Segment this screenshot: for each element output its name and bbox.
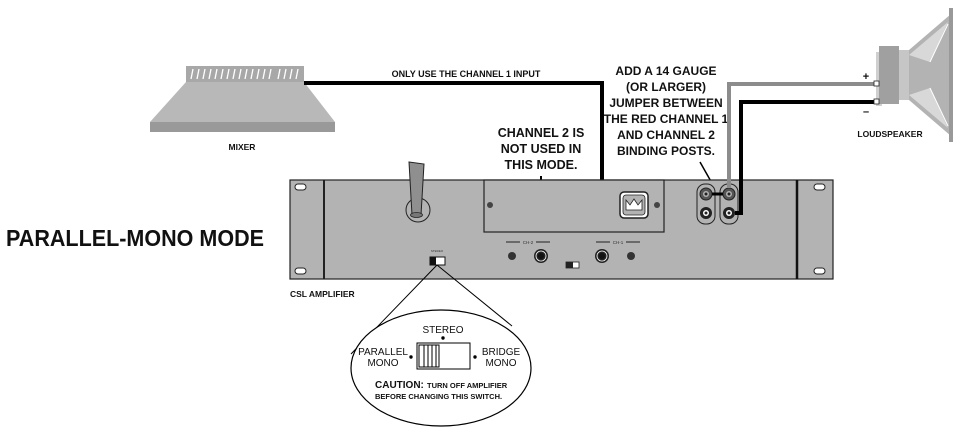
mode-switch-small-stereo: STEREO bbox=[431, 249, 444, 253]
crown-logo bbox=[619, 191, 649, 219]
switch-detail: STEREO PARALLEL MONO BRIDGE MONO CAUTION… bbox=[350, 264, 532, 427]
rack-slot bbox=[813, 267, 826, 275]
power-cord bbox=[405, 161, 431, 223]
magnifier-line bbox=[436, 264, 513, 327]
speaker-wire-negative bbox=[735, 100, 876, 215]
negative-sign: – bbox=[863, 106, 869, 118]
mixer: MIXER bbox=[150, 66, 335, 152]
ch1-level-knob[interactable] bbox=[627, 252, 635, 260]
bridge-dot bbox=[473, 355, 477, 359]
slider-grip-lines bbox=[423, 345, 437, 367]
parallel-dot bbox=[409, 355, 413, 359]
diagram-title: PARALLEL-MONO MODE bbox=[6, 225, 264, 251]
caution-text-line1: TURN OFF AMPLIFIER bbox=[427, 381, 508, 390]
mixer-label: MIXER bbox=[229, 142, 256, 152]
ch1-input-jack[interactable] bbox=[595, 249, 609, 263]
amplifier-label: CSL AMPLIFIER bbox=[290, 289, 355, 299]
jumper-callout-line: AND CHANNEL 2 bbox=[617, 128, 715, 142]
bridge-mono-label: BRIDGE bbox=[482, 347, 521, 358]
jumper-callout: ADD A 14 GAUGE (OR LARGER) JUMPER BETWEE… bbox=[604, 64, 729, 190]
jumper-callout-line: JUMPER BETWEEN bbox=[609, 96, 722, 110]
rack-slot bbox=[813, 183, 826, 191]
rack-slot bbox=[294, 267, 307, 275]
jumper-callout-line: (OR LARGER) bbox=[626, 80, 706, 94]
mixer-faders bbox=[190, 68, 299, 80]
loudspeaker-label: LOUDSPEAKER bbox=[857, 129, 922, 139]
ch2-callout-line: NOT USED IN bbox=[501, 142, 582, 156]
power-switch[interactable] bbox=[565, 261, 580, 269]
screw bbox=[487, 202, 493, 208]
mixer-body bbox=[150, 82, 335, 122]
positive-sign: + bbox=[863, 71, 869, 83]
ch2-label: CH-2 bbox=[523, 240, 534, 245]
jumper-callout-line: THE RED CHANNEL 1 bbox=[604, 112, 729, 126]
loudspeaker: + – LOUDSPEAKER bbox=[857, 8, 953, 142]
speaker-terminal-negative bbox=[873, 98, 880, 105]
parallel-mono-label: MONO bbox=[367, 358, 398, 369]
mixer-base bbox=[150, 122, 335, 132]
caution-text-line2: BEFORE CHANGING THIS SWITCH. bbox=[375, 392, 502, 401]
screw bbox=[654, 202, 660, 208]
jumper-callout-line: BINDING POSTS. bbox=[617, 144, 715, 158]
parallel-mono-label: PARALLEL bbox=[358, 347, 408, 358]
amplifier: CH-2 CH-1 STEREO bbox=[289, 161, 834, 299]
bridge-mono-label: MONO bbox=[485, 358, 516, 369]
input-callout: ONLY USE THE CHANNEL 1 INPUT bbox=[392, 69, 541, 79]
ch2-input-jack[interactable] bbox=[534, 249, 548, 263]
rack-slot bbox=[294, 183, 307, 191]
stereo-dot bbox=[441, 336, 445, 340]
stereo-label: STEREO bbox=[422, 325, 463, 336]
ch1-label: CH-1 bbox=[613, 240, 624, 245]
speaker-terminal-positive bbox=[873, 80, 880, 87]
jumper-callout-line: ADD A 14 GAUGE bbox=[615, 64, 716, 78]
ch2-callout-line: THIS MODE. bbox=[505, 158, 578, 172]
ch2-level-knob[interactable] bbox=[508, 252, 516, 260]
mode-switch-small[interactable]: STEREO bbox=[429, 249, 446, 266]
caution-label: CAUTION: bbox=[375, 380, 424, 391]
ch2-callout-line: CHANNEL 2 IS bbox=[498, 126, 585, 140]
speaker-wire-positive bbox=[727, 82, 876, 188]
